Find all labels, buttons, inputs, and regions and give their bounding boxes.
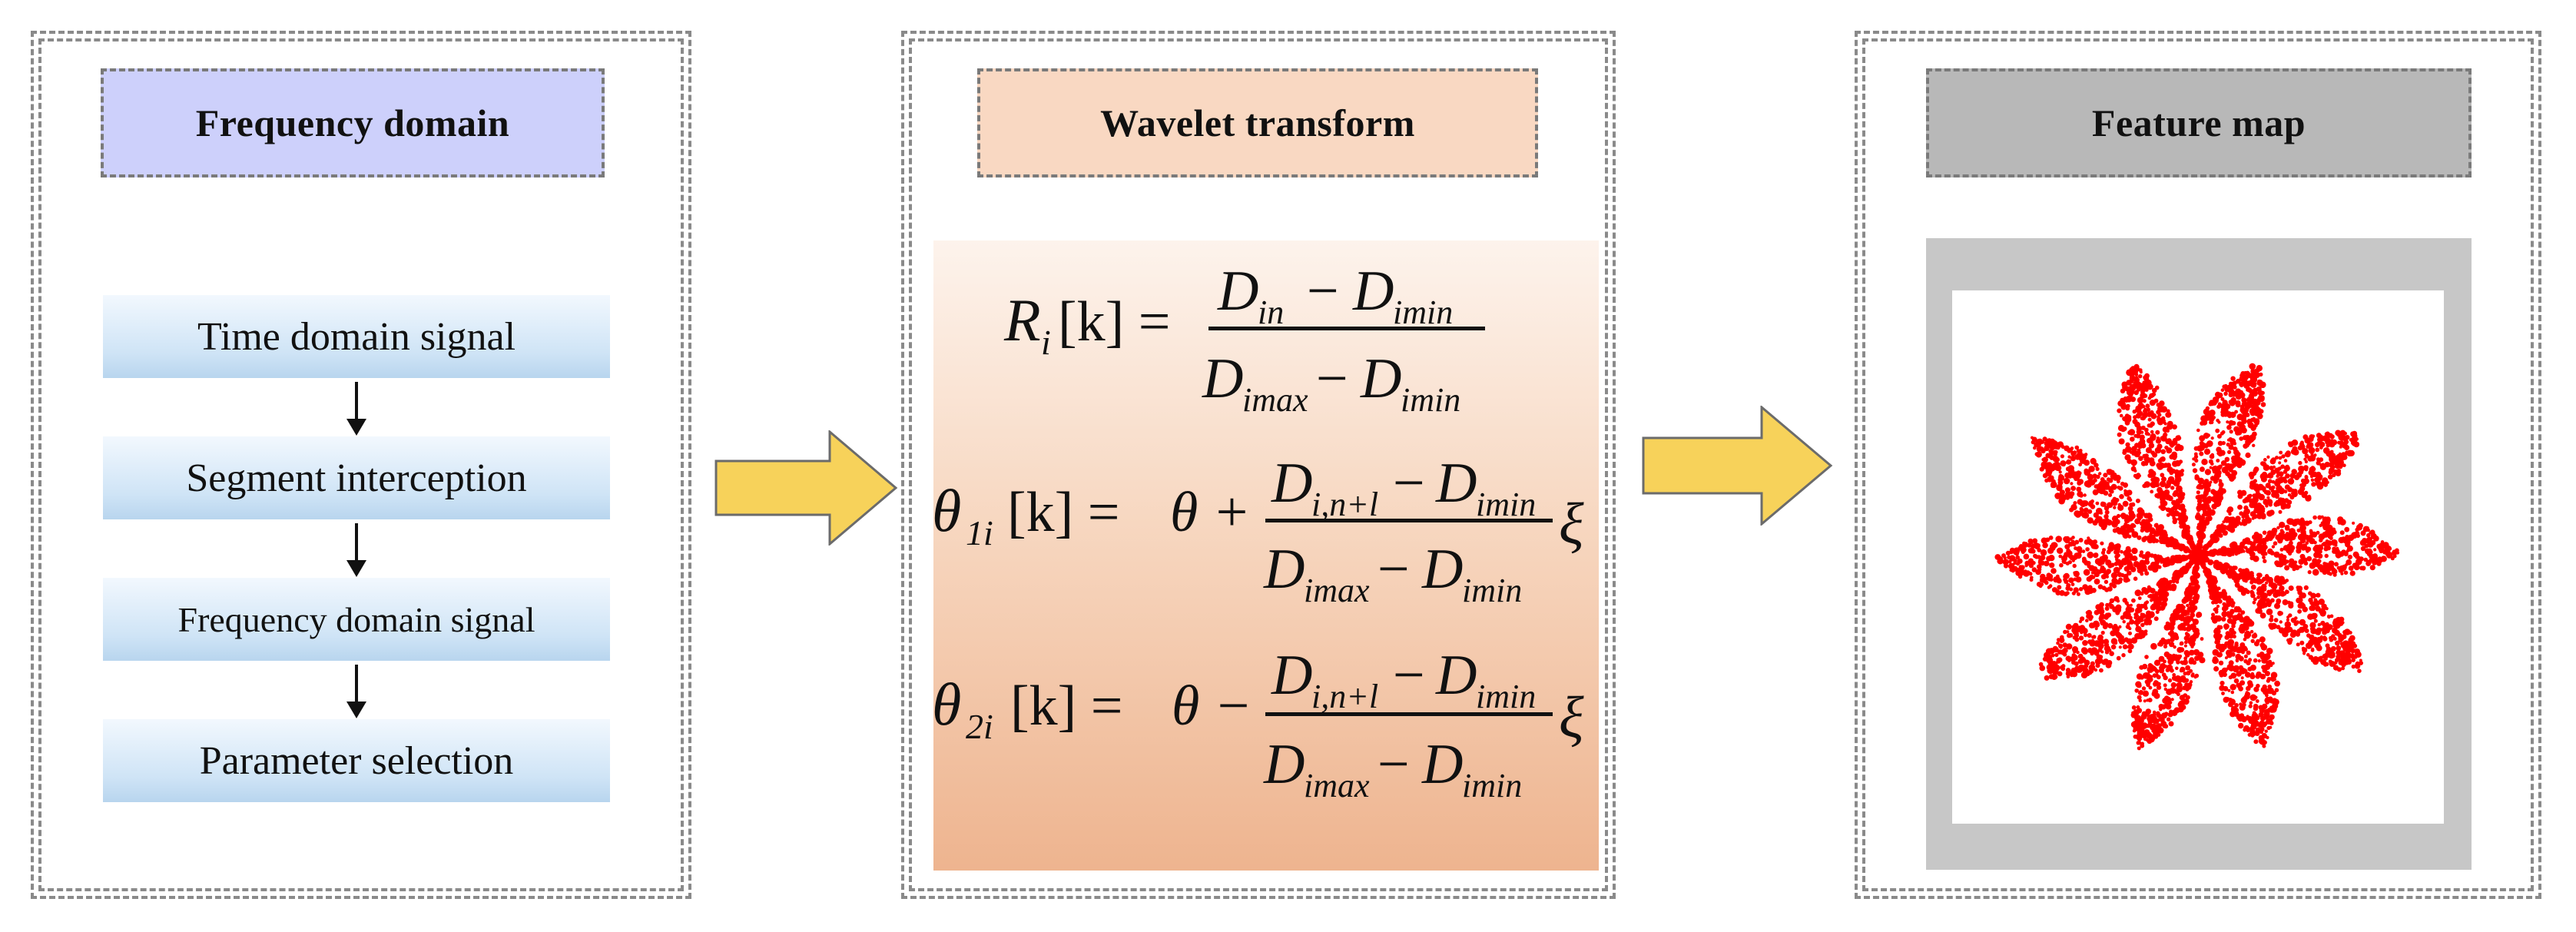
f1-num-b: D: [1352, 260, 1394, 323]
f3-lhs-var: θ: [933, 671, 961, 738]
feature-map-header: Feature map: [1926, 68, 2472, 177]
step-frequency-domain-signal: Frequency domain signal: [103, 578, 610, 661]
f3-num-op: −: [1393, 644, 1425, 707]
f3-rhs-prefix: θ −: [1172, 675, 1252, 738]
f3-den-a-sub: imax: [1304, 767, 1370, 804]
f2-lhs-sub: 1i: [966, 513, 993, 552]
step-label: Frequency domain signal: [177, 599, 535, 639]
f1-num-op: −: [1307, 260, 1339, 323]
feature-map-image: [1952, 290, 2444, 824]
f1-lhs-var: R: [1003, 287, 1041, 353]
f3-den-op: −: [1378, 733, 1410, 796]
f2-num-b-sub: imin: [1476, 486, 1536, 523]
step-time-domain-signal: Time domain signal: [103, 295, 610, 378]
f3-num-b: D: [1435, 644, 1477, 707]
f3-lhs-arg: [k] =: [1010, 675, 1123, 738]
f1-den-b: D: [1360, 347, 1401, 410]
step-parameter-selection: Parameter selection: [103, 719, 610, 802]
feature-map-panel: Feature map: [1855, 31, 2541, 899]
down-arrow-icon: [346, 382, 366, 436]
step-label: Parameter selection: [199, 738, 514, 783]
right-arrow-icon: [714, 430, 898, 546]
frequency-domain-header: Frequency domain: [101, 68, 605, 177]
step-label: Time domain signal: [197, 314, 516, 359]
f1-lhs-sub: i: [1041, 323, 1051, 362]
f2-num-b: D: [1435, 452, 1477, 515]
f3-lhs-sub: 2i: [966, 707, 993, 746]
f1-num-b-sub: imin: [1393, 294, 1453, 331]
f1-fraction-bar: [1208, 327, 1485, 330]
f3-num-a-sub: i,n+l: [1311, 678, 1378, 715]
f2-fraction-bar: [1265, 519, 1553, 522]
f2-lhs-var: θ: [933, 477, 961, 544]
f3-den-b-sub: imin: [1462, 767, 1522, 804]
wavelet-transform-title: Wavelet transform: [1100, 101, 1415, 144]
frequency-domain-panel: Frequency domain Time domain signal Segm…: [31, 31, 691, 899]
wavelet-transform-panel: Wavelet transform R i [k] = D in − D imi…: [901, 31, 1616, 899]
f2-den-a-sub: imax: [1304, 572, 1370, 609]
f2-rhs-prefix: θ +: [1170, 481, 1251, 544]
f3-den-b: D: [1421, 733, 1463, 796]
f1-den-a: D: [1202, 347, 1243, 410]
formula-theta-2: θ 2i [k] = θ − D i,n+l − D imin D imax −…: [933, 644, 1584, 804]
f2-num-a-sub: i,n+l: [1311, 486, 1378, 523]
f2-den-a: D: [1263, 538, 1305, 601]
feature-map-title: Feature map: [2091, 101, 2306, 144]
f2-num-op: −: [1393, 452, 1425, 515]
wavelet-transform-header: Wavelet transform: [977, 68, 1538, 177]
step-segment-interception: Segment interception: [103, 436, 610, 519]
f3-den-a: D: [1263, 733, 1305, 796]
f2-den-b: D: [1421, 538, 1463, 601]
f1-lhs-arg: [k] =: [1058, 290, 1171, 353]
f2-den-op: −: [1378, 538, 1410, 601]
f2-den-b-sub: imin: [1462, 572, 1522, 609]
frequency-domain-title: Frequency domain: [195, 101, 510, 144]
right-arrow-icon: [1642, 406, 1833, 526]
f1-den-b-sub: imin: [1401, 381, 1460, 419]
f1-num-a: D: [1217, 260, 1258, 323]
formula-radius: R i [k] = D in − D imin D imax − D imin: [1003, 260, 1485, 419]
f1-den-a-sub: imax: [1242, 381, 1308, 419]
formula-box: R i [k] = D in − D imin D imax − D imin …: [933, 240, 1599, 871]
down-arrow-icon: [346, 665, 366, 718]
f3-num-b-sub: imin: [1476, 678, 1536, 715]
polar-feature-flower: [1994, 363, 2400, 751]
f3-suffix: ξ: [1559, 685, 1584, 750]
f2-num-a: D: [1271, 452, 1312, 515]
f1-num-a-sub: in: [1258, 294, 1284, 331]
f1-den-op: −: [1316, 347, 1348, 410]
f2-lhs-arg: [k] =: [1007, 481, 1120, 544]
down-arrow-icon: [346, 523, 366, 577]
formula-theta-1: θ 1i [k] = θ + D i,n+l − D imin D imax −…: [933, 452, 1584, 609]
f3-fraction-bar: [1265, 712, 1553, 716]
f2-suffix: ξ: [1559, 492, 1584, 556]
feature-map-frame: [1926, 238, 2472, 870]
f3-num-a: D: [1271, 644, 1312, 707]
step-label: Segment interception: [186, 456, 527, 500]
